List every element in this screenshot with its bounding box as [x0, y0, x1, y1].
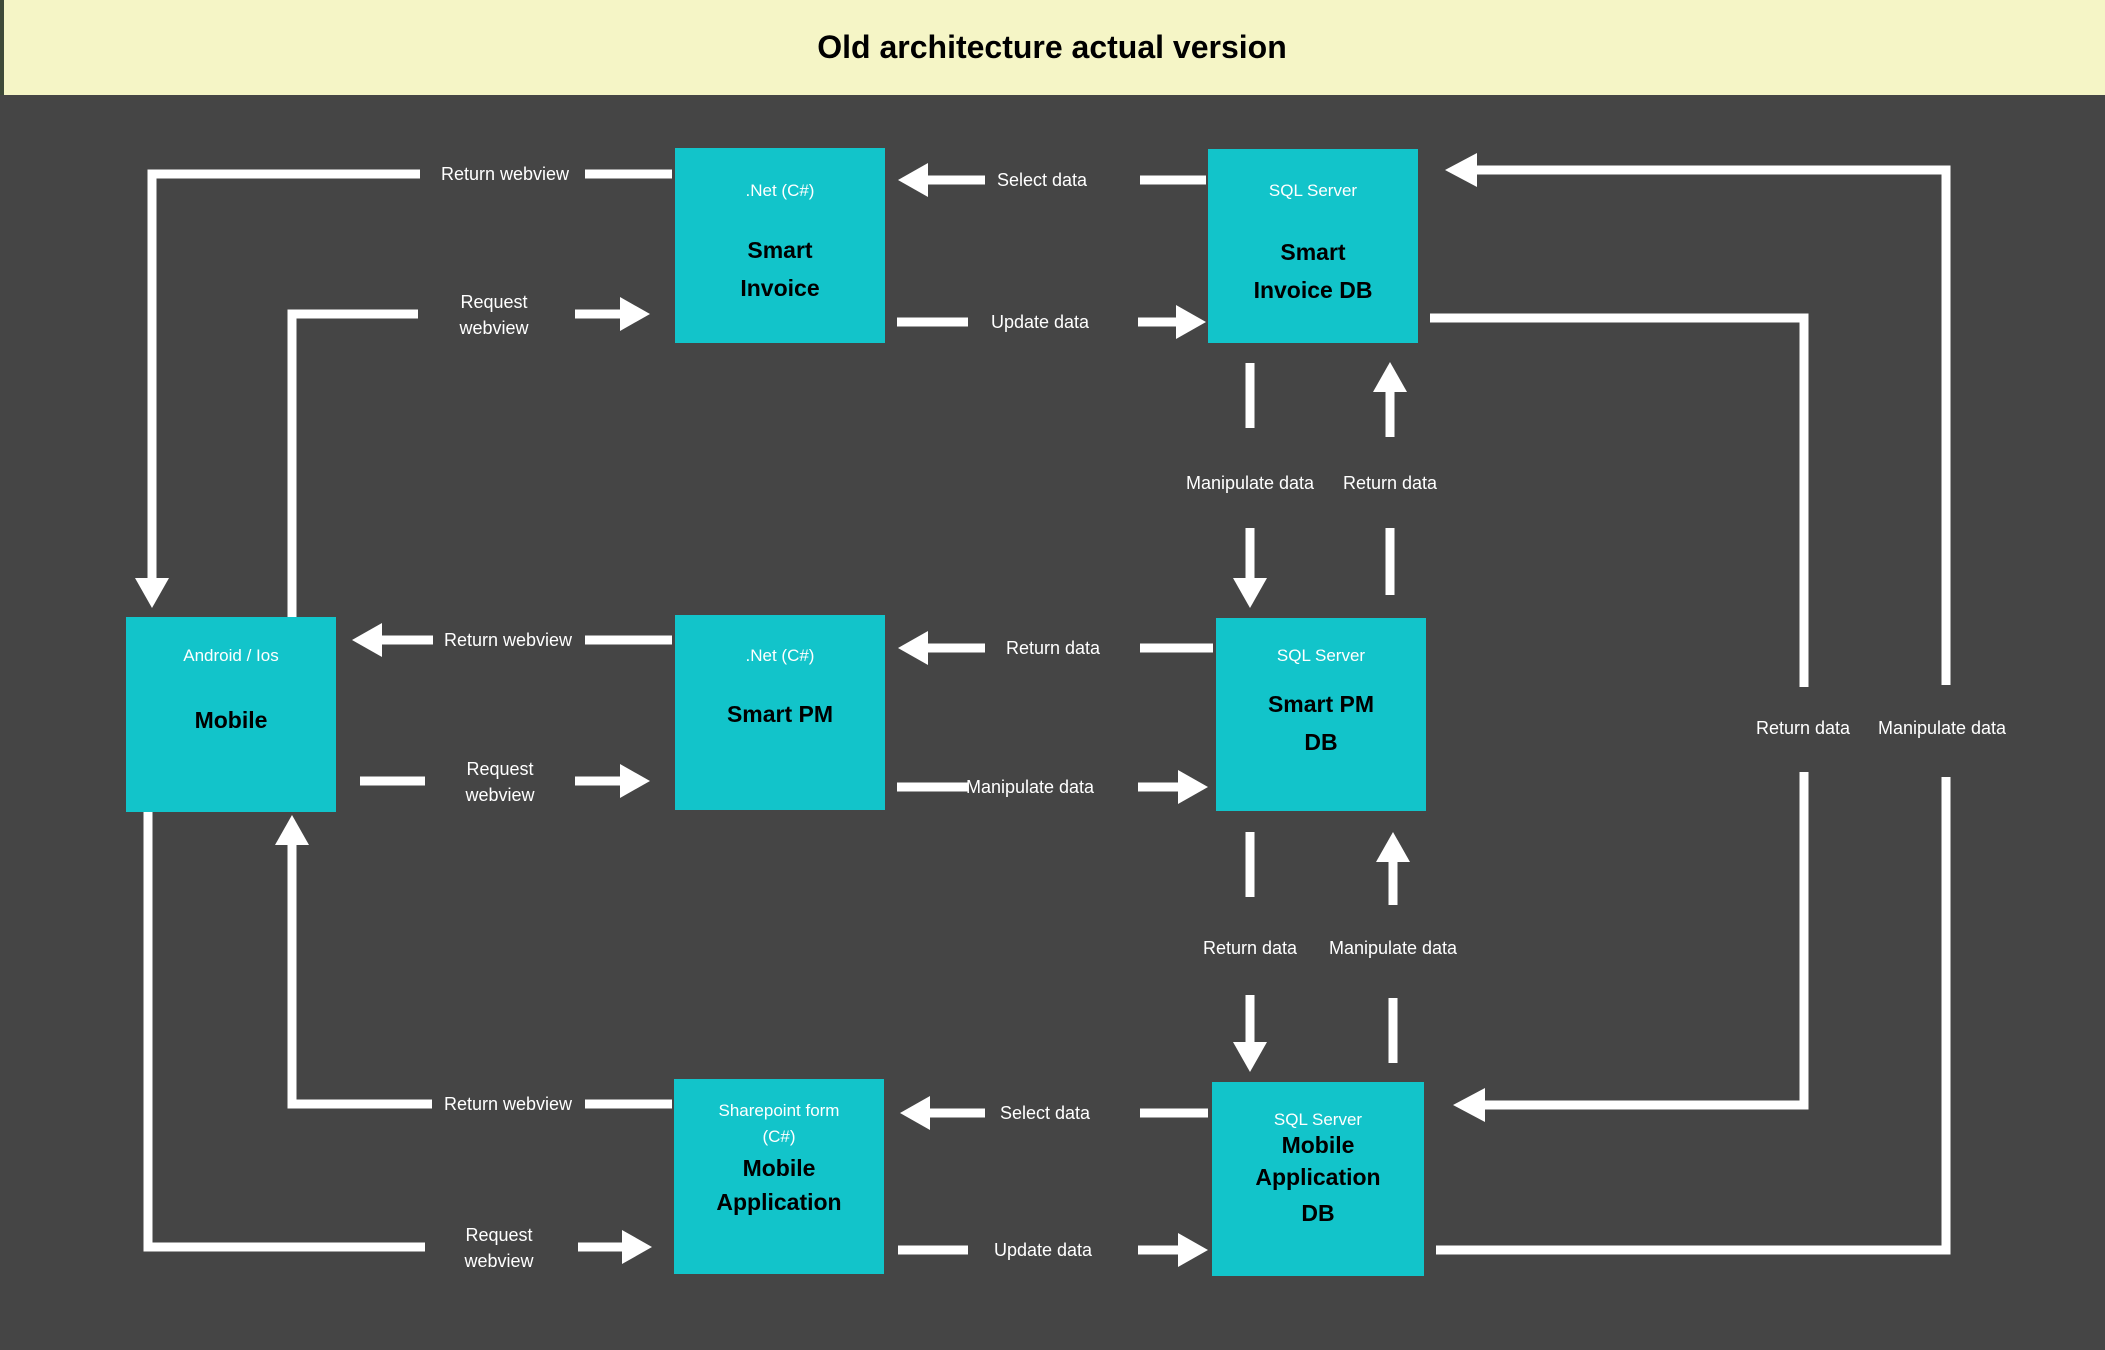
mid-return-data-label: Return data: [1006, 638, 1101, 658]
top-update-data-arrowhead-right-icon: [1176, 305, 1206, 339]
node-smart-pm-db-title-line1: Smart PM: [1268, 691, 1374, 717]
node-mobile-title: Mobile: [195, 707, 268, 733]
mid-request-webview-label-line1: Request: [466, 759, 533, 779]
node-mobile-application-subtitle-line2: (C#): [762, 1127, 795, 1146]
db2-db3-manipulate-arrowhead-up-icon: [1376, 832, 1410, 862]
db2-db3-return-arrowhead-down-icon: [1233, 1042, 1267, 1072]
db1-db2-manipulate-arrowhead-down-icon: [1233, 578, 1267, 608]
node-smart-invoice-db: SQL Server Smart Invoice DB: [1208, 149, 1418, 343]
node-smart-invoice-db-title-line2: Invoice DB: [1254, 277, 1373, 303]
node-smart-invoice-db-subtitle: SQL Server: [1269, 181, 1358, 200]
right-return-data-line-bottom: [1485, 772, 1809, 1110]
bottom-request-webview-label-line2: webview: [463, 1251, 534, 1271]
page-title: Old architecture actual version: [817, 29, 1287, 65]
mid-request-webview-label-line2: webview: [464, 785, 535, 805]
mid-request-webview-arrowhead-right-icon: [620, 764, 650, 798]
node-mobile-application-title-line2: Application: [716, 1189, 841, 1215]
bottom-request-webview-line: [143, 812, 425, 1252]
node-mobile-application-db-title-line1: Mobile: [1282, 1132, 1355, 1158]
right-manipulate-data-line-top: [1477, 165, 1951, 685]
node-smart-pm-db-subtitle: SQL Server: [1277, 646, 1366, 665]
node-smart-invoice-db-title-line1: Smart: [1280, 239, 1346, 265]
db1-db2-return-arrowhead-up-icon: [1373, 362, 1407, 392]
node-smart-invoice-db-box: [1208, 149, 1418, 343]
node-smart-invoice-title-line1: Smart: [747, 237, 813, 263]
bottom-select-data-label: Select data: [1000, 1103, 1091, 1123]
bottom-update-data-label: Update data: [994, 1240, 1093, 1260]
node-smart-invoice: .Net (C#) Smart Invoice: [675, 148, 885, 343]
top-return-webview-arrowhead-down-icon: [135, 578, 169, 608]
mid-return-data-arrowhead-left-icon: [898, 631, 928, 665]
right-manipulate-data-arrowhead-left-icon: [1445, 153, 1477, 187]
node-smart-invoice-subtitle: .Net (C#): [746, 181, 815, 200]
top-select-data-arrowhead-left-icon: [898, 163, 928, 197]
node-smart-invoice-box: [675, 148, 885, 343]
right-manipulate-data-line-bottom: [1436, 777, 1951, 1255]
node-smart-pm-db-box: [1216, 618, 1426, 811]
node-mobile-application-db: SQL Server Mobile Application DB: [1212, 1082, 1424, 1276]
bottom-select-data-arrowhead-left-icon: [900, 1096, 930, 1130]
node-mobile-application: Sharepoint form (C#) Mobile Application: [674, 1079, 884, 1274]
db2-db3-return-label: Return data: [1203, 938, 1298, 958]
node-smart-pm-db: SQL Server Smart PM DB: [1216, 618, 1426, 811]
db1-db2-manipulate-label: Manipulate data: [1186, 473, 1315, 493]
bottom-request-webview-arrowhead-right-icon: [622, 1230, 652, 1264]
node-mobile-application-db-title-line3: DB: [1301, 1200, 1334, 1226]
db1-db2-return-label: Return data: [1343, 473, 1438, 493]
node-mobile-application-box: [674, 1079, 884, 1274]
bottom-request-webview-label-line1: Request: [465, 1225, 532, 1245]
top-update-data-label: Update data: [991, 312, 1090, 332]
bottom-return-webview-label: Return webview: [444, 1094, 573, 1114]
top-select-data-label: Select data: [997, 170, 1088, 190]
top-return-webview-label: Return webview: [441, 164, 570, 184]
node-mobile: Android / Ios Mobile: [126, 617, 336, 812]
bottom-return-webview-line: [287, 845, 432, 1109]
title-banner-left-edge: [0, 0, 4, 95]
right-return-data-arrowhead-left-icon: [1453, 1088, 1485, 1122]
db2-db3-manipulate-label: Manipulate data: [1329, 938, 1458, 958]
node-smart-pm: .Net (C#) Smart PM: [675, 615, 885, 810]
node-mobile-application-db-subtitle: SQL Server: [1274, 1110, 1363, 1129]
bottom-return-webview-arrowhead-up-icon: [275, 815, 309, 845]
node-mobile-application-db-box: [1212, 1082, 1424, 1276]
right-return-data-label: Return data: [1756, 718, 1851, 738]
node-smart-pm-box: [675, 615, 885, 810]
node-smart-pm-title: Smart PM: [727, 701, 833, 727]
mid-return-webview-label: Return webview: [444, 630, 573, 650]
mid-manipulate-data-arrowhead-right-icon: [1178, 770, 1208, 804]
top-request-webview-arrowhead-right-icon: [620, 297, 650, 331]
right-return-data-line-top: [1430, 313, 1809, 687]
title-banner: [0, 0, 2105, 95]
top-request-webview-label-line2: webview: [458, 318, 529, 338]
top-request-webview-label-line1: Request: [460, 292, 527, 312]
top-request-webview-line: [287, 309, 418, 617]
node-mobile-application-title-line1: Mobile: [743, 1155, 816, 1181]
node-smart-invoice-title-line2: Invoice: [740, 275, 819, 301]
node-mobile-box: [126, 617, 336, 812]
mid-return-webview-arrowhead-left-icon: [352, 623, 382, 657]
mid-manipulate-data-label: Manipulate data: [966, 777, 1095, 797]
bottom-update-data-arrowhead-right-icon: [1178, 1233, 1208, 1267]
right-manipulate-data-label: Manipulate data: [1878, 718, 2007, 738]
node-smart-pm-db-title-line2: DB: [1304, 729, 1337, 755]
node-smart-pm-subtitle: .Net (C#): [746, 646, 815, 665]
top-return-webview-line: [147, 169, 420, 578]
node-mobile-subtitle: Android / Ios: [183, 646, 278, 665]
node-mobile-application-db-title-line2: Application: [1255, 1164, 1380, 1190]
node-mobile-application-subtitle-line1: Sharepoint form: [719, 1101, 840, 1120]
